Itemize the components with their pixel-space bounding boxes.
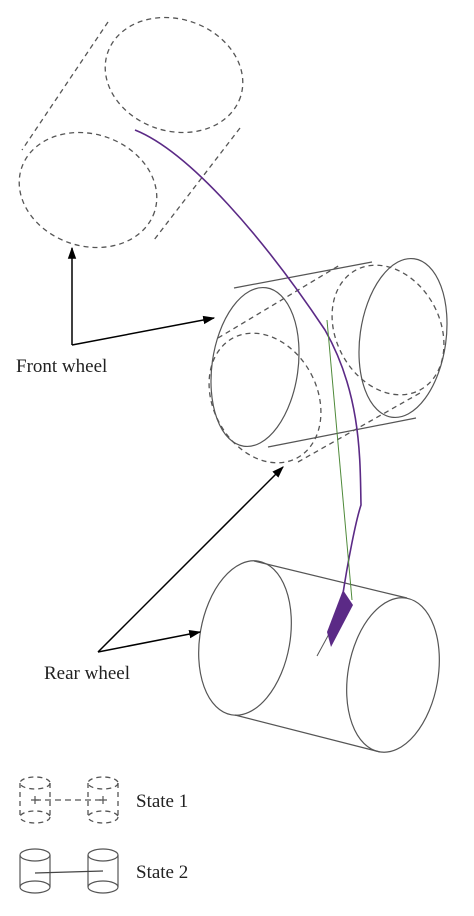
front-wheel-state2-cylinder <box>210 257 448 448</box>
trajectory-guide-line <box>326 319 353 601</box>
rear-wheel-state2-cylinder <box>198 560 440 753</box>
front-wheel-state1-cylinder <box>18 16 244 249</box>
trajectory-curve <box>134 129 362 657</box>
legend-state2-label: State 2 <box>136 862 188 883</box>
rear-wheel-pointer <box>97 466 284 653</box>
legend-state2-icon <box>19 848 119 894</box>
rear-wheel-state1-cylinder <box>208 264 445 464</box>
legend-state1-label: State 1 <box>136 791 188 812</box>
rear-wheel-label: Rear wheel <box>44 663 130 684</box>
front-wheel-label: Front wheel <box>16 356 107 377</box>
legend-state1-icon <box>19 776 119 824</box>
front-wheel-pointer <box>67 246 216 346</box>
trajectory-arrowhead <box>327 590 353 647</box>
